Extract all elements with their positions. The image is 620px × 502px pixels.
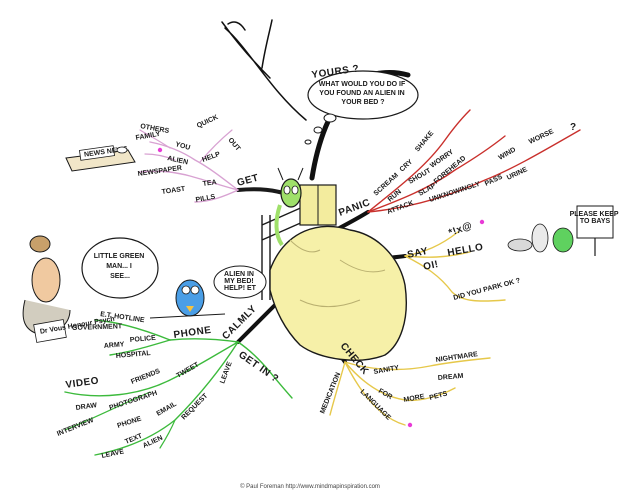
parked-aliens-icon [507,223,574,253]
label-park: DID YOU PARK OK ? [453,277,521,302]
bay-sign: PLEASE KEEP TO BAYS [570,205,620,256]
bed-illustration [261,167,407,361]
label-help: HELP [201,151,221,164]
think-text: WHAT WOULD YOU DO IF YOU FOUND AN ALIEN … [319,81,407,106]
label-out: OUT [226,137,241,153]
label-more: MORE [403,393,425,404]
label-sanity: SANITY [373,365,400,376]
say-cluster: SAY *!x@ HELLO OI! DID YOU PARK OK ? PLE… [406,205,620,302]
thought-bubble: WHAT WOULD YOU DO IF YOU FOUND AN ALIEN … [304,70,419,145]
bed-blanket [269,225,407,361]
label-draw: DRAW [75,402,98,412]
label-police: POLICE [130,335,157,344]
label-quick: QUICK [196,114,219,130]
label-get: GET [236,173,260,189]
label-get-in: GET IN ? [236,349,280,385]
label-leave-top: LEAVE [219,361,233,385]
label-pets: PETS [429,390,449,402]
label-government: GOVERNMENT [72,323,123,332]
label-panic: PANIC [337,197,372,219]
label-wind: WIND [498,146,518,161]
label-interview: INTERVIEW [56,417,95,438]
label-leave-bottom: LEAVE [101,448,125,460]
label-calmly: CALMLY [220,303,259,342]
bird-illustration: ALIEN IN MY BED! HELP! ET [149,265,267,319]
label-email: EMAIL [156,400,179,417]
label-phone: PHONE [173,325,212,341]
label-hello: HELLO [447,242,485,259]
label-pills: PILLS [195,194,216,204]
label-question: ? [570,122,577,133]
label-shout: SHOUT [408,167,433,186]
label-you: YOU [174,141,190,152]
label-video: VIDEO [65,375,100,391]
branch-calmly [236,303,277,344]
check-cluster: CHECK SANITY NIGHTMARE DREAM FOR MORE PE… [319,341,479,428]
panic-cluster: PANIC SCREAM CRY SHAKE WORRY RUN SHOUT S… [337,122,576,219]
label-toast: TOAST [161,186,186,196]
label-worse: WORSE [528,128,555,146]
label-for: FOR [377,388,393,401]
get-cluster: GET OTHERS QUICK FAMILY YOU OUT ALIEN HE… [65,114,260,204]
label-family: FAMILY [135,131,161,142]
label-request: REQUEST [180,392,209,421]
svg-text:ALIEN IN MY BED! H: ALIEN IN MY BED! HELP! ET [224,271,257,292]
label-army: ARMY [104,341,125,350]
label-tweet: TWEET [176,361,201,380]
label-dream: DREAM [438,373,464,382]
man-illustration: LITTLE GREEN MAN... I SEE... Dr Vous Hon… [22,235,159,343]
label-oi: OI! [422,259,439,273]
label-cry: CRY [399,158,415,173]
label-alien: ALIEN [167,155,189,166]
svg-text:PLEASE KEEP TO BAYS: PLEASE KEEP TO BAYS [570,211,620,225]
label-newspaper: NEWSPAPER [137,165,182,178]
alien-head [280,178,302,208]
label-say: SAY [406,246,429,261]
label-hospital: HOSPITAL [116,350,152,360]
label-swear: *!x@ [447,220,474,239]
label-tea: TEA [202,179,217,188]
footer-credit: © Paul Foreman http://www.mindmapinspira… [240,484,380,490]
svg-text:LITTLE GREEN MAN... I: LITTLE GREEN MAN... I SEE... [94,253,147,280]
label-phone-small: PHONE [116,415,142,429]
label-friends: FRIENDS [130,368,161,386]
newspaper-tray-icon: NEWS NEWS [65,145,136,172]
label-shake: SHAKE [414,130,435,154]
phone-cluster: PHONE E.T. HOTLINE GOVERNMENT POLICE ARM… [56,311,212,446]
yours-stick [221,19,307,121]
label-medication: MEDICATION [319,372,342,415]
